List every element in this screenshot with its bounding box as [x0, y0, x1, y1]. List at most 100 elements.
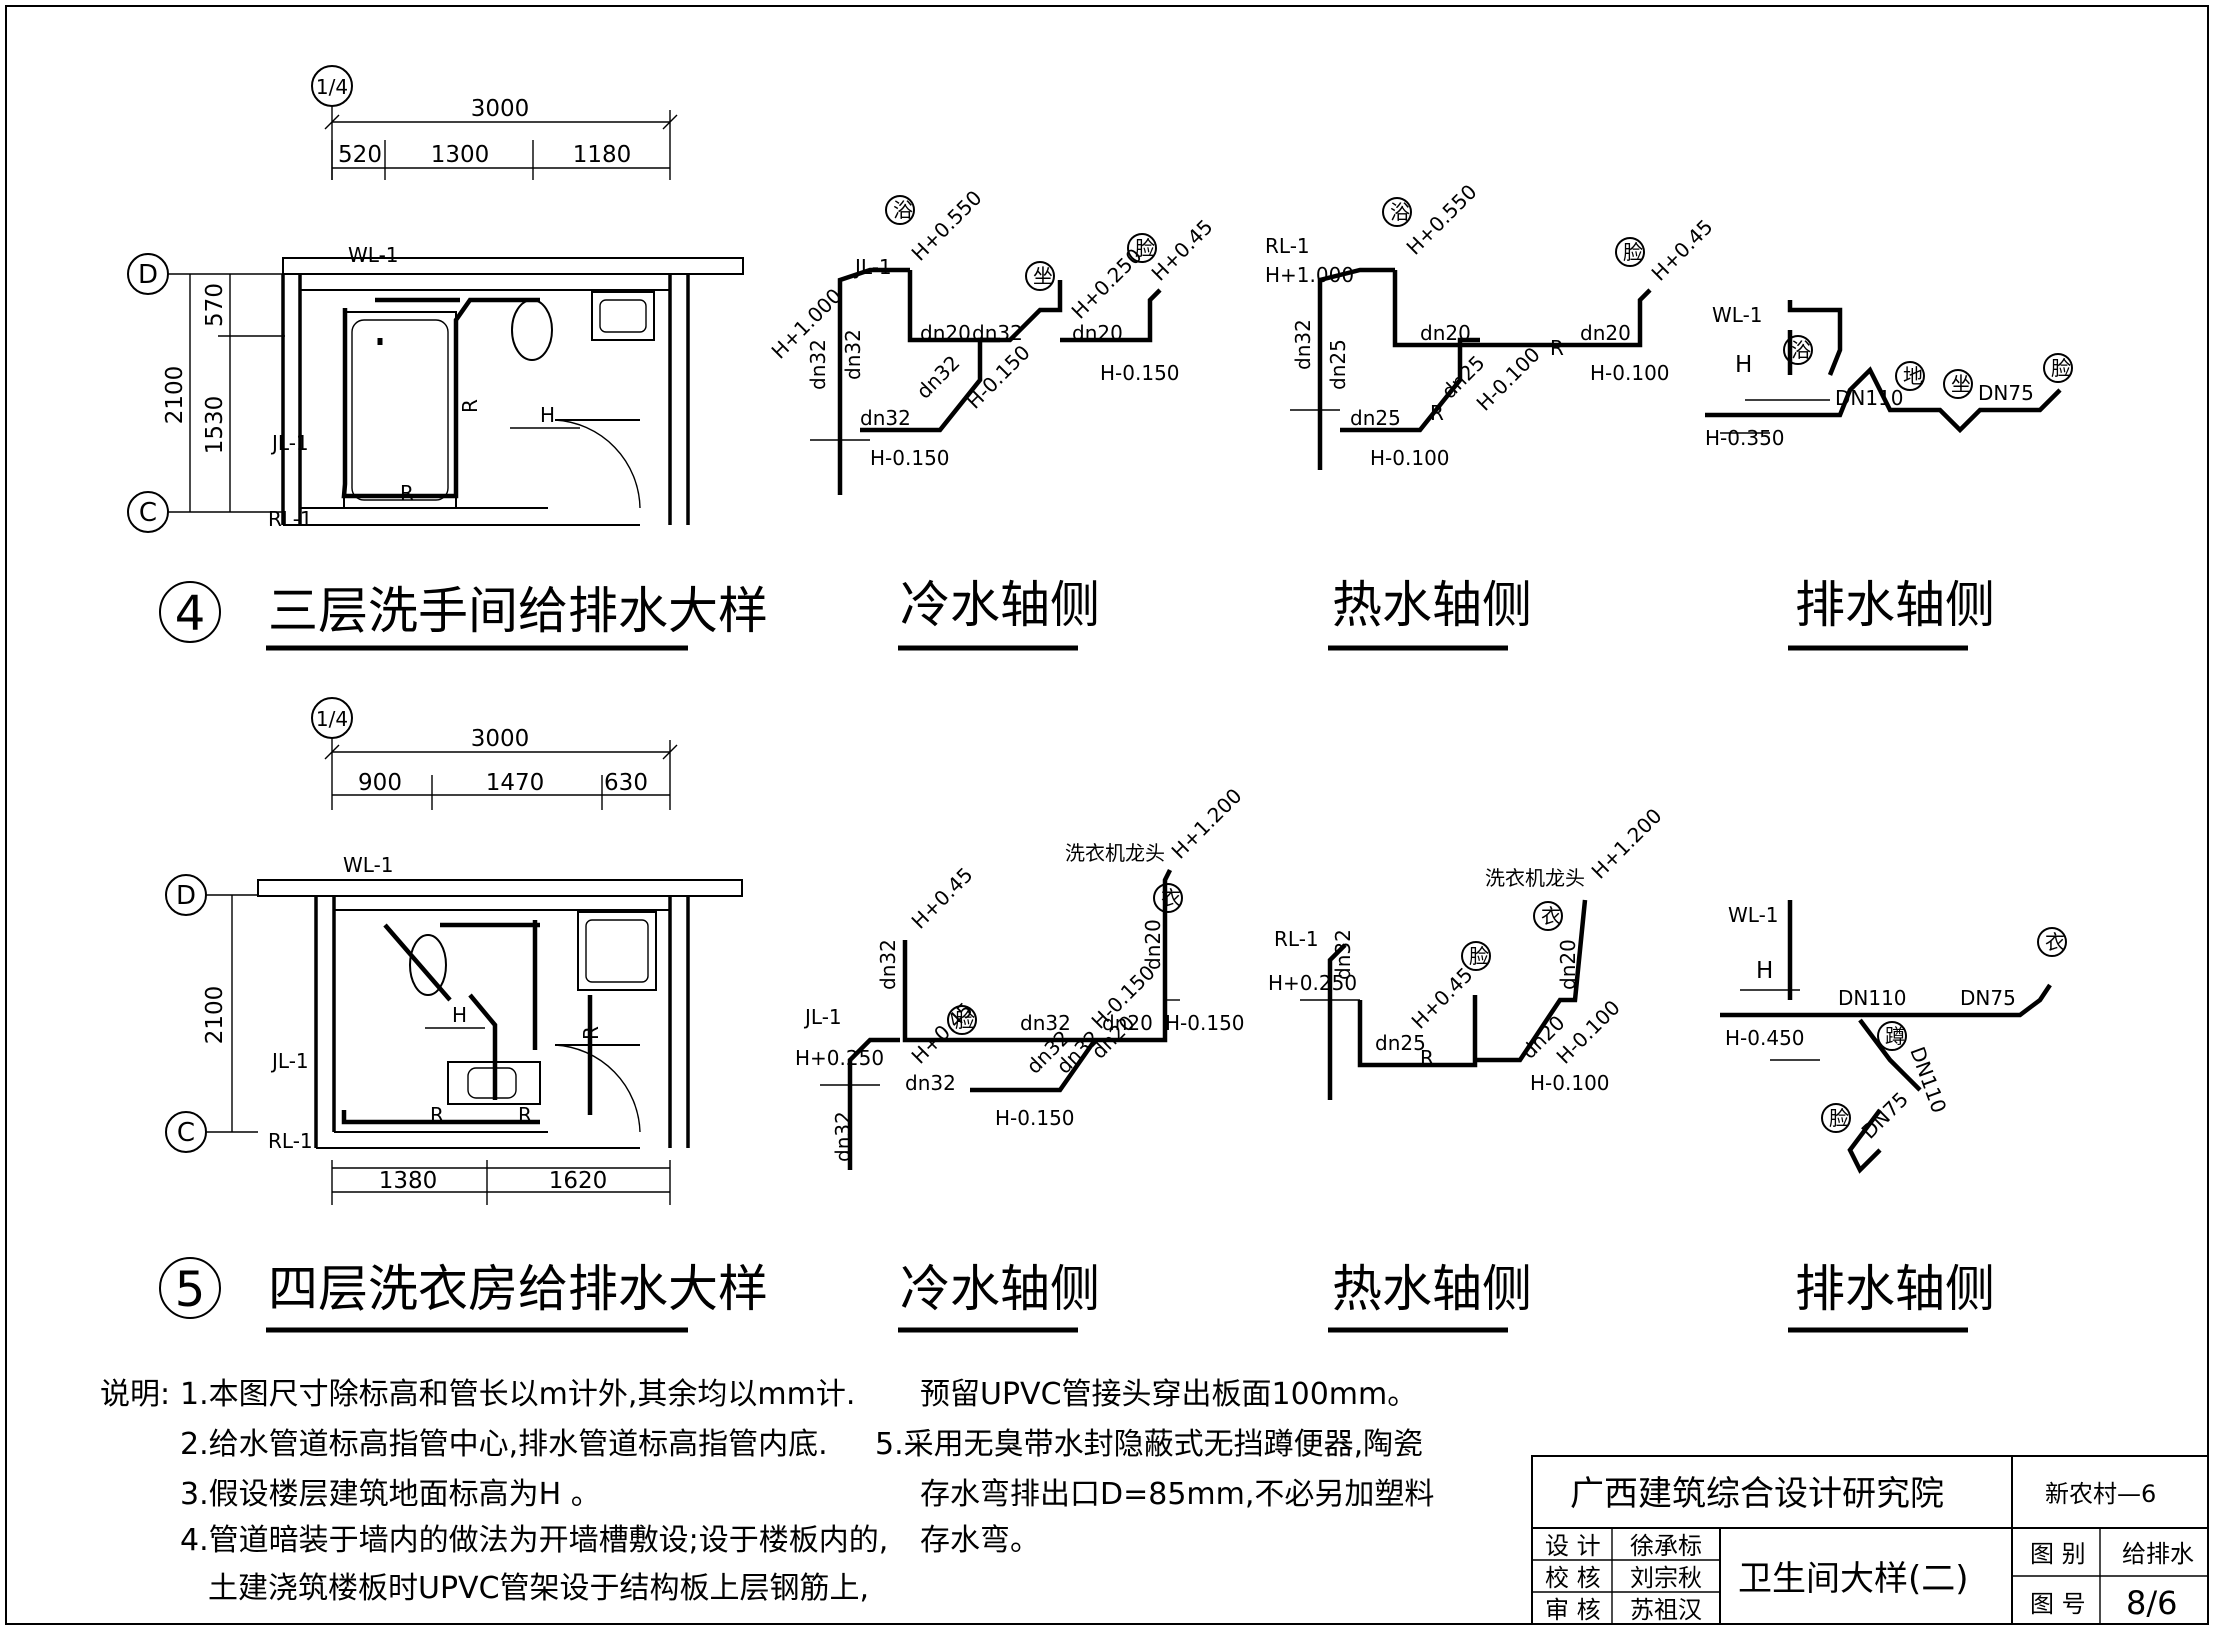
drain5-h0450: H-0.450	[1725, 1026, 1805, 1050]
detail5-plan: 1/4 3000 900 1470 630 D C 2100	[159, 697, 768, 1333]
note-1: 1.本图尺寸除标高和管长以m计外,其余均以mm计.	[180, 1377, 855, 1412]
cold5-h0150a: H-0.150	[995, 1106, 1075, 1130]
institute-name: 广西建筑综合设计研究院	[1570, 1474, 1944, 1514]
label-rl1: RL-1	[268, 507, 313, 531]
note-3: 3.假设楼层建筑地面标高为H 。	[180, 1477, 601, 1512]
drawing-title: 卫生间大样(二)	[1738, 1559, 1969, 1599]
hot4-h045: H+0.45	[1647, 215, 1718, 286]
cold4-dn32d: dn32	[972, 321, 1023, 345]
iso5-drain: WL-1 H H-0.450 DN110 DN75 衣 蹲 DN110 脸 DN…	[1720, 900, 2067, 1333]
hot4-h0550: H+0.550	[1402, 180, 1482, 260]
role-design: 设 计	[1545, 1532, 1601, 1560]
cold4-dn32c: dn32	[860, 406, 911, 430]
dim-2100-b: 2100	[202, 986, 228, 1045]
sheet-number-label: 图 号	[2030, 1590, 2086, 1618]
cold4-h045: H+0.45	[1147, 215, 1218, 286]
detail4-plan: 1/4 3000 520 1300 1180 D C 2100 570 1530	[127, 65, 768, 651]
label-r3-b: R	[579, 1026, 603, 1040]
note-2: 2.给水管道标高指管中心,排水管道标高指管内底.	[180, 1427, 828, 1462]
hot4-label-bath: 浴	[1382, 197, 1412, 227]
cold5-dn32b: dn32	[905, 1071, 956, 1095]
hot4-h1000: H+1.000	[1265, 263, 1354, 287]
iso5-cold-title: 冷水轴侧	[900, 1260, 1100, 1318]
iso5-hot-title: 热水轴侧	[1332, 1260, 1532, 1318]
svg-text:脸: 脸	[1829, 1106, 1849, 1130]
label-wl1: WL-1	[348, 243, 399, 267]
detail5-title: 四层洗衣房给排水大样	[268, 1260, 768, 1318]
note-5: 5.采用无臭带水封隐蔽式无挡蹲便器,陶瓷	[875, 1427, 1423, 1462]
hot4-rl1: RL-1	[1265, 234, 1310, 258]
iso5-cold: H+0.45 dn32 JL-1 H+0.250 dn32 dn32 H+0.4…	[795, 784, 1247, 1333]
role-review: 审 核	[1545, 1596, 1601, 1624]
hot4-r1: R	[1430, 401, 1444, 425]
cold5-h045a: H+0.45	[907, 863, 978, 934]
drain5-label-squat: 蹲	[1877, 1021, 1907, 1051]
hot4-h0100c: H-0.100	[1590, 361, 1670, 385]
detail-number-4: 4	[175, 586, 206, 642]
hot4-dn20a: dn20	[1420, 321, 1471, 345]
name-checker: 刘宗秋	[1630, 1564, 1702, 1592]
cold4-label-bath: 浴	[885, 195, 915, 225]
cold4-h0150b: H-0.150	[962, 340, 1035, 413]
cold4-dn32b: dn32	[841, 329, 865, 380]
cold5-dn32d: dn32	[1020, 1011, 1071, 1035]
drain4-wl1: WL-1	[1712, 303, 1763, 327]
note-5-cont2: 存水弯。	[920, 1523, 1040, 1558]
hot4-label-basin: 脸	[1615, 237, 1645, 267]
axis-label-c: C	[139, 498, 157, 528]
role-check: 校 核	[1545, 1564, 1601, 1592]
dim-570: 570	[202, 283, 228, 327]
label-jl1-b: JL-1	[270, 1049, 309, 1073]
drain4-h: H	[1735, 352, 1752, 378]
drain4-label-bath: 浴	[1783, 335, 1813, 365]
detail4-title: 三层洗手间给排水大样	[268, 582, 768, 640]
axis-label-d: D	[138, 260, 158, 290]
svg-text:脸: 脸	[2051, 356, 2071, 380]
cold5-label-basin: 脸	[947, 1005, 977, 1035]
cold5-h0250: H+0.250	[795, 1046, 884, 1070]
detail-number-5: 5	[175, 1262, 206, 1318]
svg-text:脸: 脸	[955, 1008, 975, 1032]
note-4-cont: 土建浇筑楼板时UPVC管架设于结构板上层钢筋上,	[208, 1571, 869, 1606]
hot4-dn25a: dn25	[1326, 339, 1350, 390]
dim-1470: 1470	[486, 770, 545, 796]
dim-1180: 1180	[573, 142, 632, 168]
cold4-dn20b: dn20	[1072, 321, 1123, 345]
svg-text:脸: 脸	[1623, 240, 1643, 264]
dim-630: 630	[604, 770, 648, 796]
axis-label-c-b: C	[177, 1118, 195, 1148]
iso4-drain: WL-1 H 浴 DN110 地 坐 DN75 脸 H-0.350 排水轴侧	[1705, 300, 2073, 651]
drain4-label-wc: 坐	[1943, 369, 1973, 399]
dim-1530: 1530	[202, 396, 228, 455]
hot5-label-laundry: 衣	[1533, 901, 1563, 931]
category-value: 给排水	[2122, 1540, 2194, 1568]
hot4-dn25b: dn25	[1350, 406, 1401, 430]
cold4-h0150c: H-0.150	[1100, 361, 1180, 385]
drain5-h: H	[1756, 958, 1773, 984]
cold5-dn32c: dn32	[831, 1111, 855, 1162]
dim-520: 520	[338, 142, 382, 168]
label-r2-b: R	[518, 1103, 532, 1127]
label-wl1-b: WL-1	[343, 853, 394, 877]
hot5-h045: H+0.45	[1407, 963, 1478, 1034]
cold5-dn32a: dn32	[876, 939, 900, 990]
drain5-dn110a: DN110	[1838, 986, 1907, 1010]
svg-text:坐: 坐	[1951, 372, 1971, 396]
hot4-h0100b: H-0.100	[1472, 342, 1545, 415]
label-h-b: H	[452, 1003, 467, 1027]
hot5-label-basin: 脸	[1461, 941, 1491, 971]
iso5-drain-title: 排水轴侧	[1795, 1260, 1995, 1318]
axis-label-d-b: D	[176, 881, 196, 911]
svg-text:衣: 衣	[2045, 930, 2065, 954]
hot5-h0250: H+0.250	[1268, 971, 1357, 995]
drain4-label-floor: 地	[1895, 361, 1925, 391]
hot5-dn20a: dn20	[1556, 939, 1580, 990]
iso4-hot-title: 热水轴侧	[1332, 576, 1532, 634]
cold5-washer-tap: 洗衣机龙头	[1065, 841, 1165, 865]
svg-text:衣: 衣	[1541, 904, 1561, 928]
cold5-label-laundry: 衣	[1153, 883, 1183, 913]
label-jl1: JL-1	[270, 431, 309, 455]
dim-total-b: 3000	[471, 726, 530, 752]
notes: 说明: 1.本图尺寸除标高和管长以m计外,其余均以mm计. 2.给水管道标高指管…	[100, 1377, 1434, 1606]
hot5-rl1: RL-1	[1274, 927, 1319, 951]
